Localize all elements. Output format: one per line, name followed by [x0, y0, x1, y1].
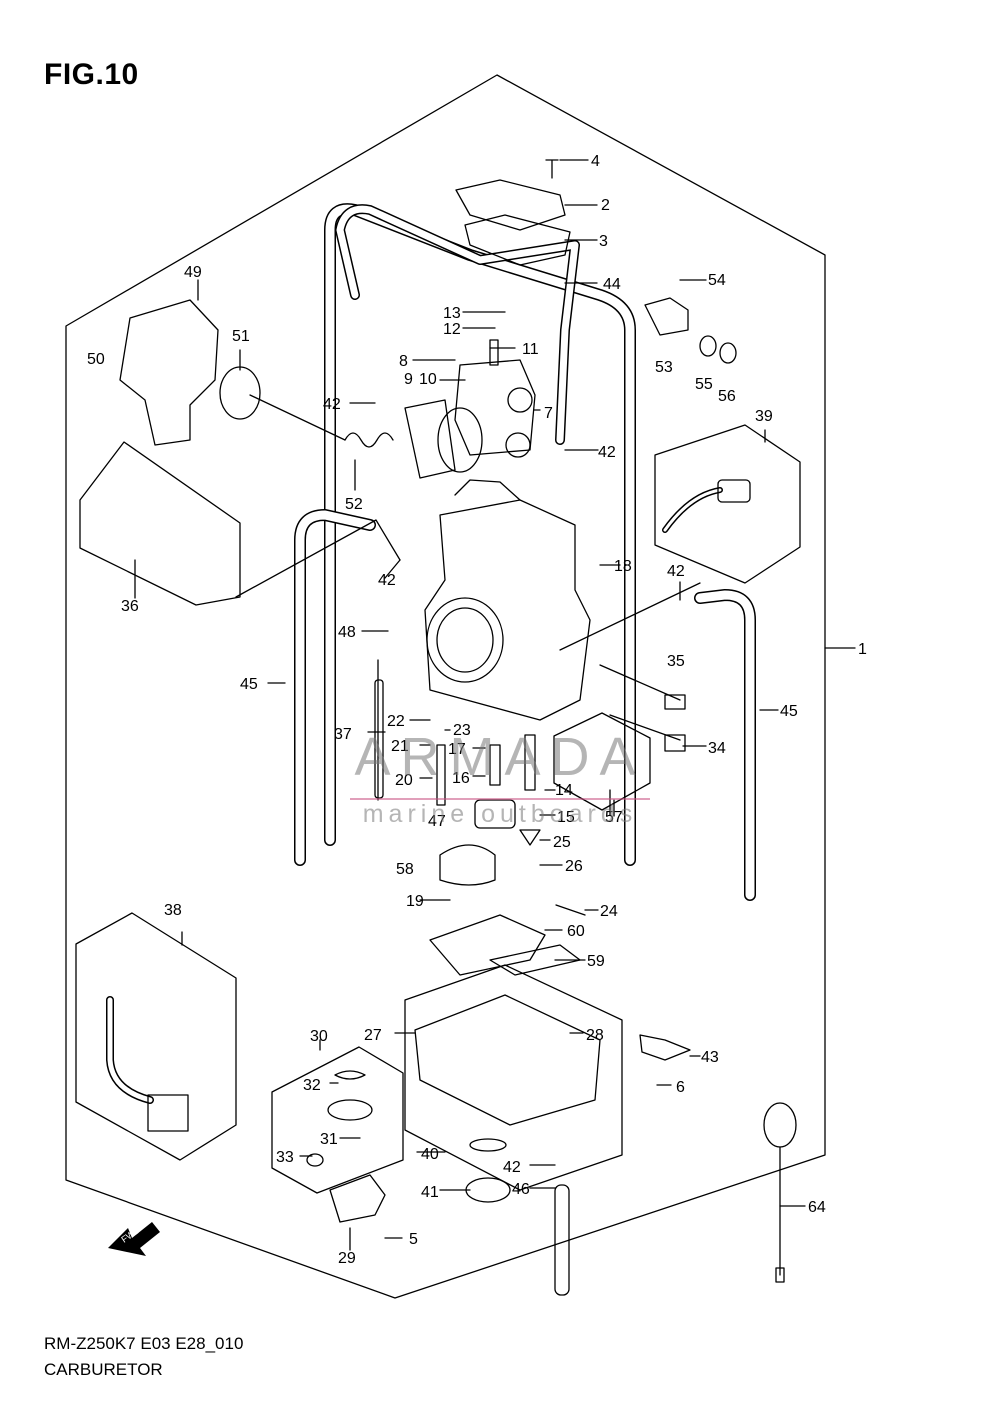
callout-14: 14 — [555, 782, 573, 799]
callout-49: 49 — [184, 264, 202, 281]
watermark-tagline: marine outboards — [362, 800, 638, 828]
callout-32: 32 — [303, 1077, 321, 1094]
callout-56: 56 — [718, 388, 736, 405]
callout-59: 59 — [587, 953, 605, 970]
callout-42b: 42 — [598, 444, 616, 461]
callout-51: 51 — [232, 328, 250, 345]
callout-54: 54 — [708, 272, 726, 289]
callout-29: 29 — [338, 1250, 356, 1267]
callout-30: 30 — [310, 1028, 328, 1045]
callout-42a: 42 — [323, 396, 341, 413]
callout-2: 2 — [601, 197, 610, 214]
callout-60: 60 — [567, 923, 585, 940]
callout-15: 15 — [557, 809, 575, 826]
callout-45a: 45 — [240, 676, 258, 693]
figure-title: FIG.10 — [44, 58, 139, 91]
assembly-boundary — [65, 74, 826, 1299]
callout-25: 25 — [553, 834, 571, 851]
carb-body — [424, 499, 591, 721]
top-cover-2 — [455, 179, 566, 231]
callout-16: 16 — [452, 770, 470, 787]
callout-41: 41 — [421, 1184, 439, 1201]
callout-64: 64 — [808, 1199, 826, 1216]
callout-53: 53 — [655, 359, 673, 376]
callout-7: 7 — [544, 405, 553, 422]
callout-4: 4 — [591, 153, 600, 170]
throttle-cover-49 — [119, 299, 219, 446]
callout-44: 44 — [603, 276, 621, 293]
callout-52: 52 — [345, 496, 363, 513]
callout-26: 26 — [565, 858, 583, 875]
callout-17: 17 — [448, 741, 466, 758]
watermark-brand: ARMADA — [354, 727, 646, 787]
callout-50: 50 — [87, 351, 105, 368]
group-box-57 — [553, 712, 651, 811]
callout-57: 57 — [605, 809, 623, 826]
callout-22: 22 — [387, 713, 405, 730]
gasket-3 — [464, 214, 571, 266]
callout-20: 20 — [395, 772, 413, 789]
callout-13: 13 — [443, 305, 461, 322]
callout-42e: 42 — [503, 1159, 521, 1176]
callout-48: 48 — [338, 624, 356, 641]
callout-47: 47 — [428, 813, 446, 830]
group-box-36 — [79, 441, 241, 606]
callout-36: 36 — [121, 598, 139, 615]
callout-35: 35 — [667, 653, 685, 670]
callout-40: 40 — [421, 1146, 439, 1163]
callout-10: 10 — [419, 371, 437, 388]
callout-34: 34 — [708, 740, 726, 757]
group-box-39 — [654, 424, 801, 584]
watermark-divider — [350, 798, 650, 800]
callout-58: 58 — [396, 861, 414, 878]
callout-8: 8 — [399, 353, 408, 370]
fwd-arrow-icon: FWD — [108, 1222, 160, 1256]
callout-55: 55 — [695, 376, 713, 393]
model-code: RM-Z250K7 E03 E28_010 — [44, 1334, 244, 1353]
callout-6: 6 — [676, 1079, 685, 1096]
callout-39: 39 — [755, 408, 773, 425]
callout-31: 31 — [320, 1131, 338, 1148]
callout-11: 11 — [522, 341, 539, 358]
callout-37: 37 — [334, 726, 352, 743]
callout-labels: 1 2 3 4 5 6 7 8 9 10 11 12 13 14 15 16 1… — [87, 153, 867, 1267]
callout-46: 46 — [512, 1181, 530, 1198]
callout-33: 33 — [276, 1149, 294, 1166]
callout-18: 18 — [614, 558, 632, 575]
callout-1: 1 — [858, 641, 867, 658]
callout-28: 28 — [586, 1027, 604, 1044]
callout-42c: 42 — [378, 572, 396, 589]
callout-9: 9 — [404, 371, 413, 388]
callout-42d: 42 — [667, 563, 685, 580]
callout-43: 43 — [701, 1049, 719, 1066]
callout-38: 38 — [164, 902, 182, 919]
group-box-30 — [271, 1046, 404, 1194]
section-name: CARBURETOR — [44, 1360, 163, 1379]
callout-24: 24 — [600, 903, 618, 920]
callout-27: 27 — [364, 1027, 382, 1044]
callout-19: 19 — [406, 893, 424, 910]
callout-5: 5 — [409, 1231, 418, 1248]
callout-23: 23 — [453, 722, 471, 739]
group-box-38 — [75, 912, 237, 1161]
callout-21: 21 — [391, 738, 409, 755]
callout-3: 3 — [599, 233, 608, 250]
callout-12: 12 — [443, 321, 461, 338]
callout-45b: 45 — [780, 703, 798, 720]
